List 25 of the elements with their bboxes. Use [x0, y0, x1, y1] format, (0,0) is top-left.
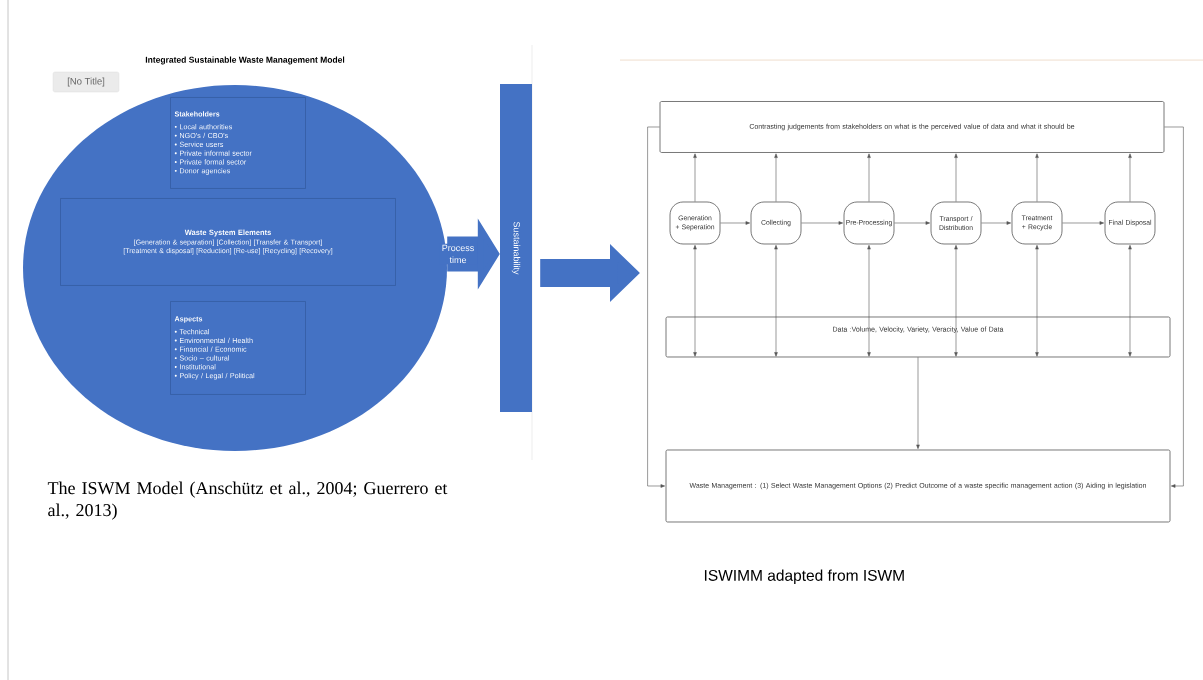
- arrow: [1035, 245, 1039, 357]
- arrow: [916, 356, 920, 449]
- arrow: [954, 245, 958, 357]
- arrow: [954, 153, 958, 202]
- title-tag: [No Title]: [52, 71, 120, 93]
- edge-label: Process time: [442, 244, 474, 264]
- arrow: [894, 221, 930, 225]
- arrow: [1128, 153, 1132, 202]
- arrow: [647, 126, 665, 488]
- caption: ISWIMM adapted from ISWM: [704, 569, 904, 584]
- arrow: [867, 153, 871, 202]
- diagram-title: Integrated Sustainable Waste Management Model: [145, 56, 345, 65]
- arrow: [867, 245, 871, 357]
- arrow: [693, 153, 697, 202]
- arrow: [1035, 153, 1039, 202]
- arrow: [801, 221, 843, 225]
- arrow: [774, 153, 778, 202]
- arrow: [774, 245, 778, 357]
- arrow: [1164, 126, 1184, 488]
- arrow: [720, 221, 750, 225]
- arrow: [1128, 245, 1132, 357]
- arrow: [981, 221, 1011, 225]
- caption: The ISWM Model (Anschütz et al., 2004; Guerrero et al., 2013): [47, 481, 448, 520]
- arrow: [693, 245, 697, 357]
- arrow: [1062, 221, 1104, 225]
